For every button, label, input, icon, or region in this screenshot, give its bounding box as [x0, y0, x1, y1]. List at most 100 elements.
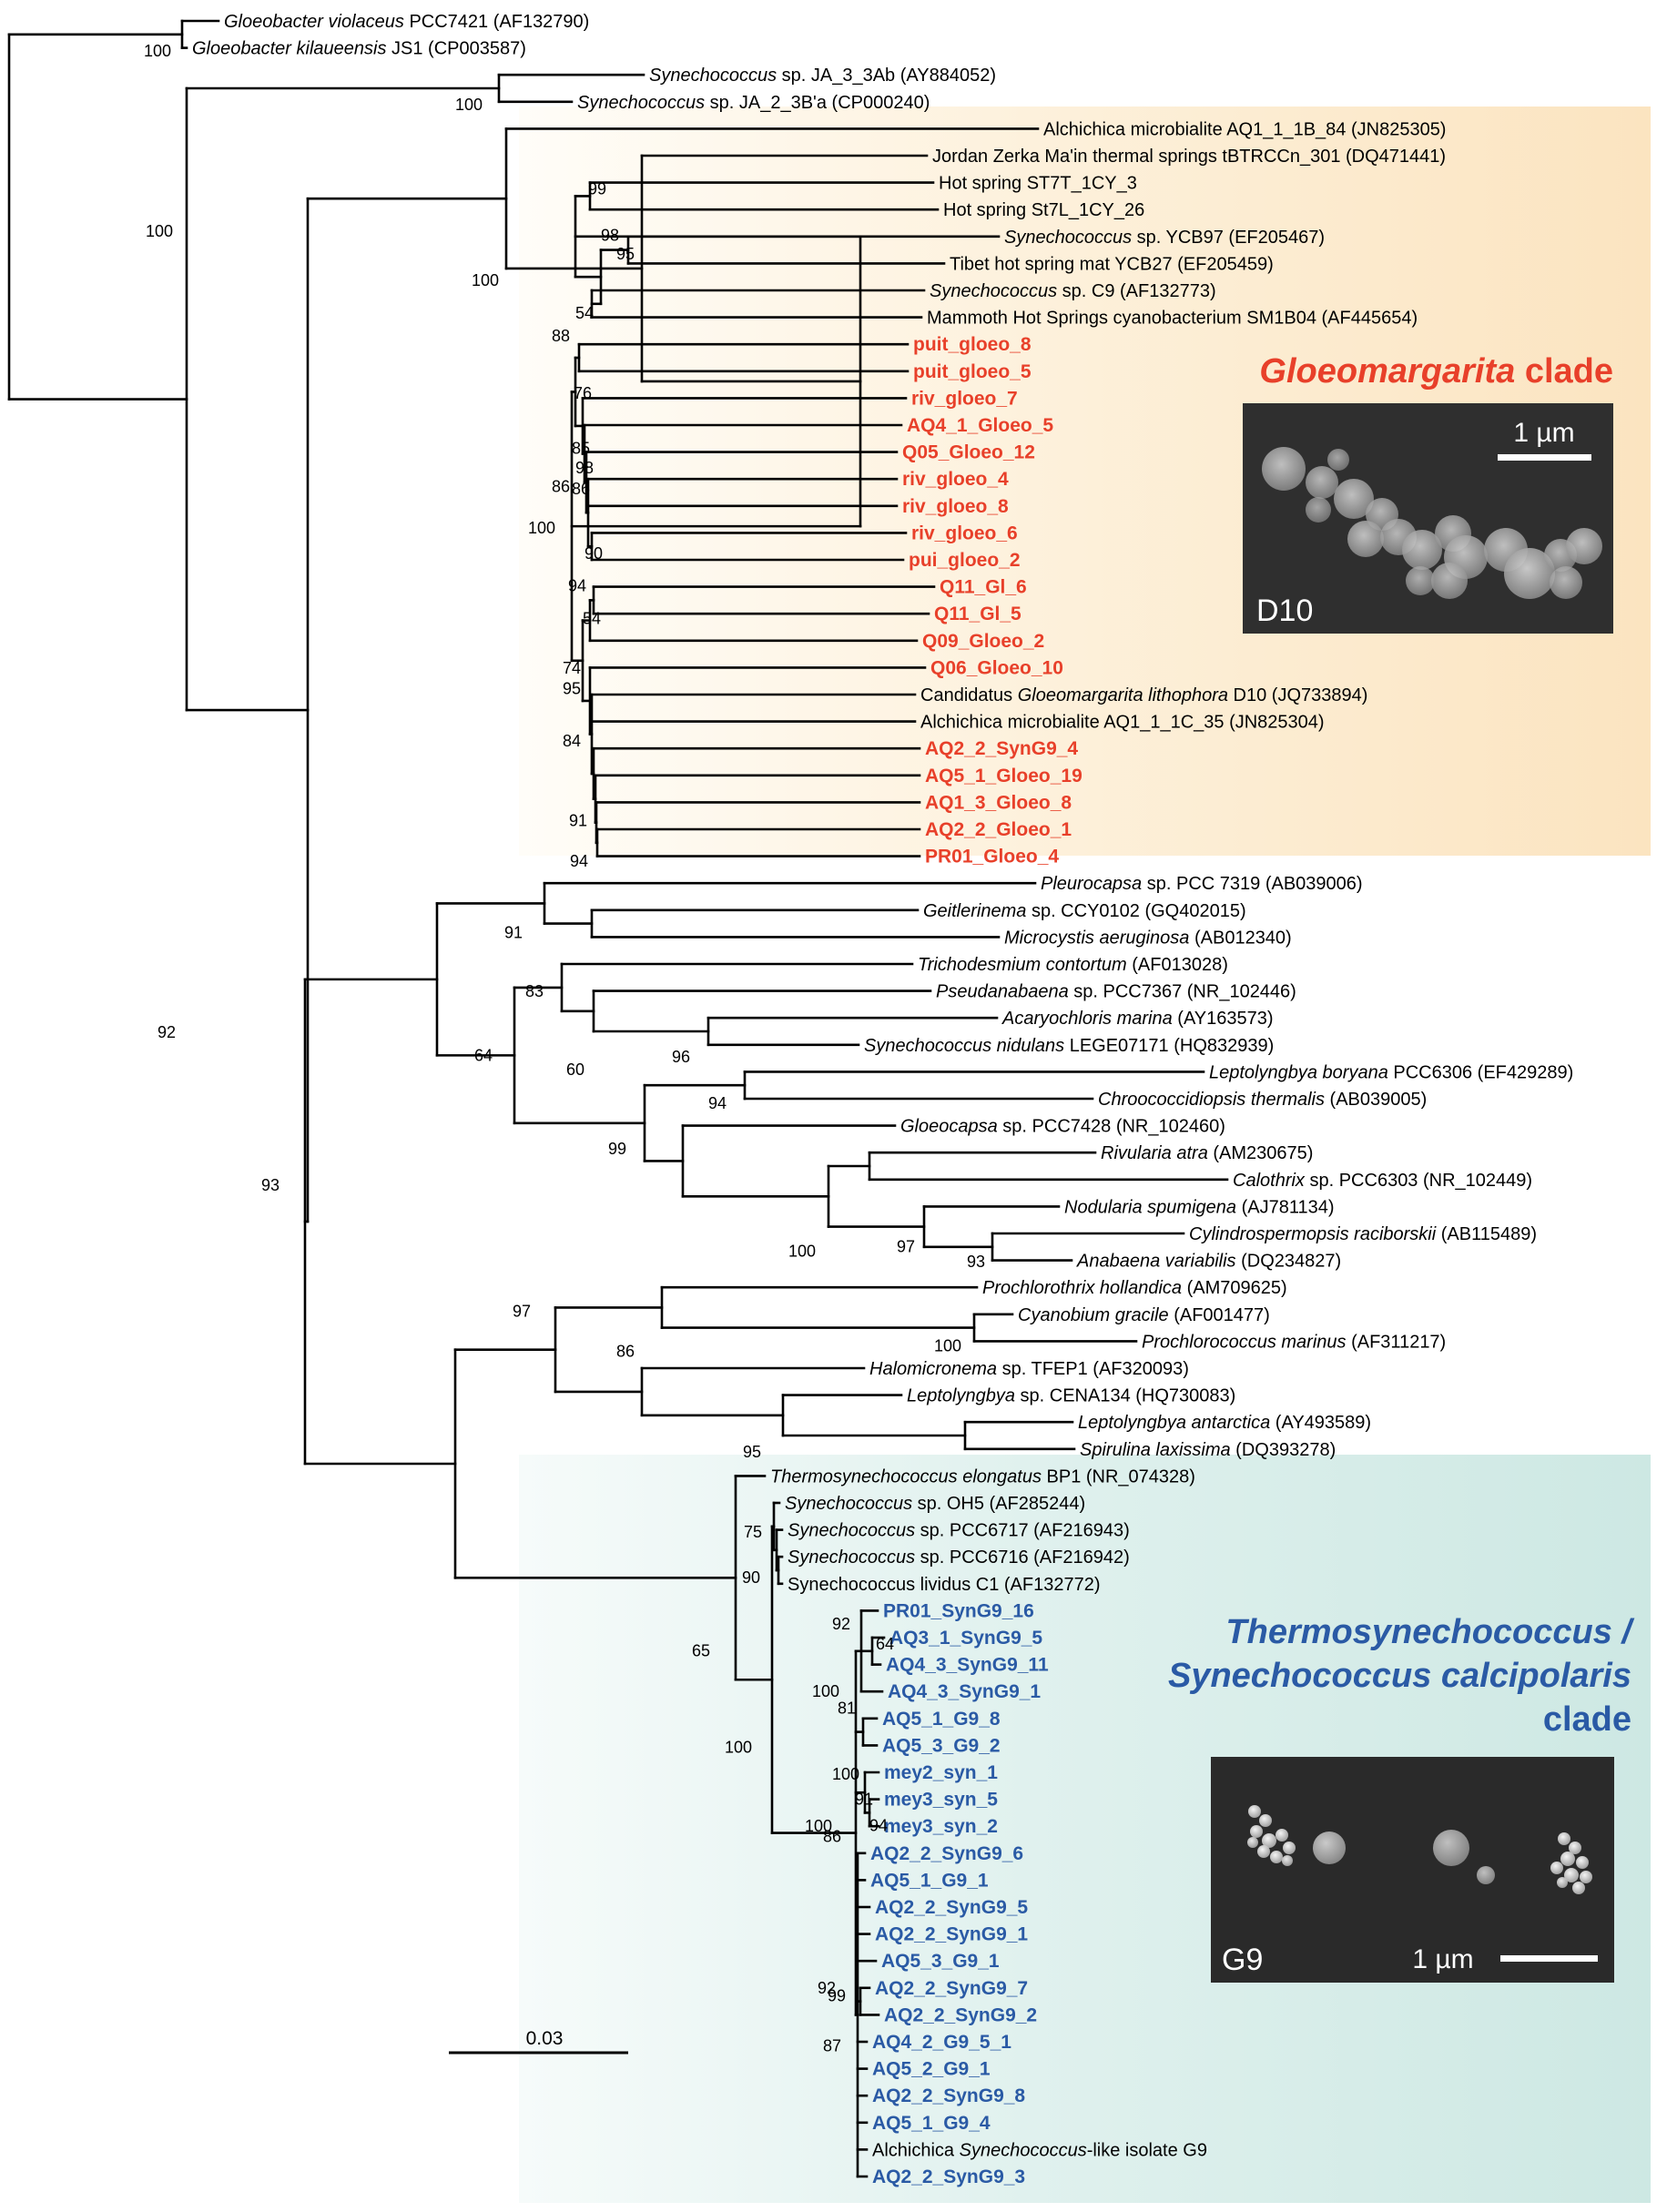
- leaf-label-aq51g: AQ5_1_Gloeo_19: [925, 766, 1082, 786]
- leaf-label-b18: AQ5_2_G9_1: [872, 2059, 991, 2080]
- leaf-label-pg2: pui_gloeo_2: [909, 550, 1021, 571]
- tree-branches: [7, 19, 1229, 2178]
- leaf-label-part: Candidatus: [920, 685, 1018, 705]
- bootstrap-n_100thermo: 100: [725, 1738, 752, 1756]
- leaf-label-part: sp. PCC 7319 (AB039006): [1142, 874, 1362, 894]
- bootstrap-n_99b: 99: [828, 1987, 846, 2005]
- bootstrap-n_91m: 91: [855, 1791, 873, 1809]
- granule: [1334, 479, 1374, 519]
- leaf-label-sja3: Synechococcus sp. JA_3_3Ab (AY884052): [649, 66, 996, 86]
- leaf-label-hs1: Hot spring ST7T_1CY_3: [939, 174, 1137, 194]
- granule: [1566, 528, 1602, 564]
- bootstrap-n_riv6: 90: [584, 544, 603, 563]
- leaf-label-b8: mey3_syn_5: [884, 1790, 998, 1811]
- leaf-label-part: Rivularia atra: [1101, 1143, 1208, 1163]
- micrograph-d10: 1 µm D10: [1243, 403, 1613, 634]
- leaf-labels: Gloeobacter violaceus PCC7421 (AF132790)…: [192, 12, 1573, 2187]
- granule: [1576, 1856, 1589, 1869]
- granule: [1550, 1862, 1563, 1874]
- leaf-label-pseu: Pseudanabaena sp. PCC7367 (NR_102446): [936, 982, 1296, 1002]
- granule: [1276, 1829, 1288, 1842]
- bootstrap-n_100cy: 100: [934, 1337, 961, 1355]
- leaf-label-anab: Anabaena variabilis (DQ234827): [1076, 1252, 1341, 1272]
- granule: [1560, 1852, 1575, 1866]
- leaf-label-part: riv_gloeo_8: [902, 496, 1009, 517]
- leaf-label-part: (AM230675): [1208, 1143, 1314, 1163]
- leaf-label-part: AQ2_2_SynG9_4: [925, 738, 1078, 759]
- leaf-label-part: Pleurocapsa: [1041, 874, 1142, 894]
- leaf-label-q11b: Q11_Gl_5: [934, 604, 1021, 624]
- leaf-label-q11a: Q11_Gl_6: [940, 577, 1027, 598]
- bootstrap-n_93ana: 93: [967, 1253, 985, 1271]
- granule: [1402, 530, 1442, 570]
- leaf-label-g9iso: Alchichica Synechococcus-like isolate G9: [872, 2140, 1207, 2160]
- leaf-label-b6: AQ5_3_G9_2: [882, 1735, 1001, 1756]
- leaf-label-part: (AY493589): [1270, 1413, 1371, 1433]
- leaf-label-b13: AQ2_2_SynG9_1: [875, 1924, 1028, 1945]
- granule: [1259, 1814, 1272, 1827]
- leaf-label-part: JS1 (CP003587): [386, 39, 525, 59]
- bootstrap-n_alc_group: 100: [472, 271, 499, 289]
- leaf-label-part: Alchichica microbialite AQ1_1_1B_84 (JN8…: [1043, 119, 1446, 139]
- leaf-label-b21: AQ2_2_SynG9_3: [872, 2166, 1025, 2187]
- leaf-label-gcap: Gloeocapsa sp. PCC7428 (NR_102460): [900, 1117, 1225, 1137]
- leaf-label-part: Leptolyngbya: [907, 1386, 1015, 1406]
- leaf-label-part: AQ5_1_G9_4: [872, 2113, 991, 2134]
- leaf-label-part: puit_gloeo_5: [913, 361, 1032, 382]
- leaf-label-part: Hot spring St7L_1CY_26: [943, 200, 1144, 220]
- granule: [1257, 1845, 1270, 1858]
- leaf-label-part: Tibet hot spring mat YCB27 (EF205459): [950, 254, 1274, 274]
- leaf-label-part: Leptolyngbya boryana: [1209, 1062, 1388, 1082]
- leaf-label-part: sp. CENA134 (HQ730083): [1015, 1386, 1235, 1406]
- leaf-label-aq22s: AQ2_2_SynG9_4: [925, 738, 1078, 759]
- bootstrap-n_all_ingroup: 92: [158, 1023, 176, 1041]
- leaf-label-part: (AF013028): [1127, 955, 1228, 975]
- leaf-label-part: mey2_syn_1: [884, 1762, 998, 1783]
- leaf-label-micr: Microcystis aeruginosa (AB012340): [1004, 928, 1292, 948]
- leaf-label-b3: AQ4_3_SynG9_11: [886, 1655, 1049, 1676]
- granule: [1250, 1825, 1263, 1838]
- leaf-label-lant: Leptolyngbya antarctica (AY493589): [1078, 1413, 1371, 1433]
- leaf-label-part: Q11_Gl_5: [934, 604, 1021, 624]
- leaf-label-spir: Spirulina laxissima (DQ393278): [1080, 1440, 1336, 1460]
- leaf-label-sja2: Synechococcus sp. JA_2_3B'a (CP000240): [577, 93, 930, 113]
- leaf-label-b12: AQ2_2_SynG9_5: [875, 1897, 1028, 1918]
- bootstrap-n_94m: 94: [869, 1816, 888, 1834]
- leaf-label-part: (AB115489): [1436, 1224, 1537, 1244]
- leaf-label-part: LEGE07171 (HQ832939): [1064, 1036, 1274, 1056]
- leaf-label-part: PCC6306 (EF429289): [1388, 1062, 1573, 1082]
- leaf-label-part: PR01_SynG9_16: [883, 1600, 1034, 1621]
- leaf-label-q06: Q06_Gloeo_10: [930, 657, 1063, 678]
- granule: [1580, 1871, 1592, 1883]
- leaf-label-part: Q06_Gloeo_10: [930, 657, 1063, 678]
- leaf-label-b7: mey2_syn_1: [884, 1762, 998, 1783]
- leaf-label-rg4: riv_gloeo_4: [902, 469, 1009, 490]
- leaf-label-pg8: puit_gloeo_8: [913, 334, 1032, 355]
- leaf-label-b4: AQ4_3_SynG9_1: [888, 1681, 1041, 1702]
- leaf-label-part: PCC7421 (AF132790): [404, 12, 589, 32]
- leaf-label-part: mey3_syn_2: [884, 1816, 998, 1837]
- g9-scale-bar: [1500, 1955, 1598, 1962]
- leaf-label-part: Cyanobium gracile: [1018, 1305, 1169, 1325]
- leaf-label-pr01g: PR01_Gloeo_4: [925, 847, 1059, 868]
- d10-granules: [1262, 447, 1602, 599]
- leaf-label-part: pui_gloeo_2: [909, 550, 1021, 571]
- synechococcus-clade-title-1: Thermosynechococcus /: [1225, 1613, 1634, 1651]
- bootstrap-n_64: 64: [474, 1046, 493, 1064]
- synechococcus-clade-title-3: clade: [1543, 1700, 1631, 1739]
- granule: [1569, 1842, 1581, 1854]
- bootstrap-n_pr01: 94: [570, 852, 588, 870]
- leaf-label-rg8: riv_gloeo_8: [902, 496, 1009, 517]
- bootstrap-n_cand: 95: [563, 679, 581, 697]
- leaf-label-part: sp. PCC6717 (AF216943): [915, 1521, 1130, 1541]
- g9-sample-label: G9: [1222, 1943, 1263, 1977]
- leaf-label-part: D10 (JQ733894): [1228, 685, 1367, 705]
- leaf-label-part: AQ2_2_SynG9_1: [875, 1924, 1028, 1945]
- leaf-label-part: BP1 (NR_074328): [1042, 1466, 1195, 1487]
- leaf-label-part: AQ2_2_SynG9_2: [884, 2004, 1037, 2025]
- leaf-label-part: (DQ234827): [1236, 1252, 1342, 1272]
- leaf-label-part: AQ2_2_SynG9_5: [875, 1897, 1028, 1918]
- leaf-label-part: sp. JA_2_3B'a (CP000240): [705, 93, 930, 113]
- leaf-label-part: Synechococcus: [1004, 228, 1132, 248]
